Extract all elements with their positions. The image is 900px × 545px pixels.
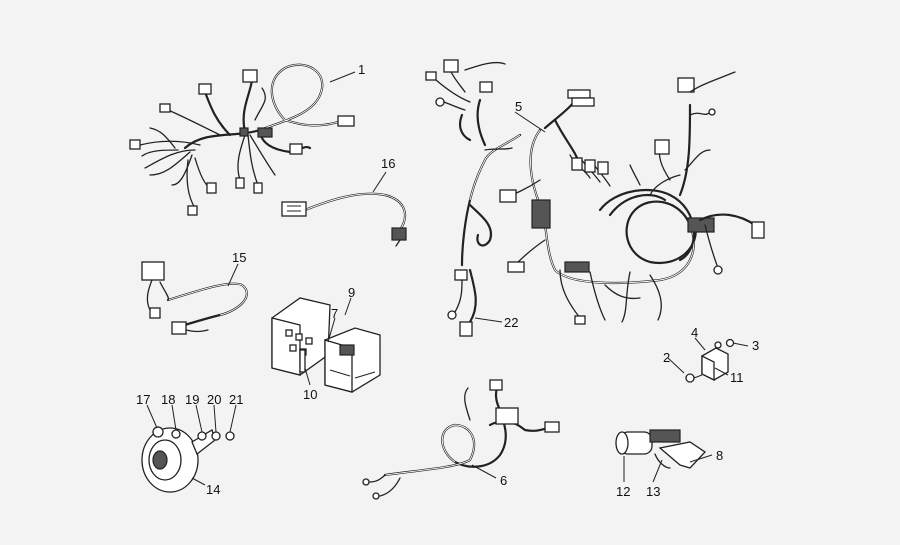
callout-11: 11 bbox=[730, 370, 744, 385]
callout-3: 3 bbox=[752, 338, 759, 353]
part-15-lead bbox=[141, 261, 248, 335]
callout-2: 2 bbox=[663, 350, 670, 365]
callout-18: 18 bbox=[161, 392, 175, 407]
callout-7: 7 bbox=[331, 306, 338, 321]
part-14-horn bbox=[141, 426, 235, 493]
callout-16: 16 bbox=[381, 156, 395, 171]
callout-20: 20 bbox=[207, 392, 221, 407]
callout-14: 14 bbox=[206, 482, 220, 497]
part-1-front-harness bbox=[129, 63, 355, 216]
callout-12: 12 bbox=[616, 484, 630, 499]
callout-4: 4 bbox=[691, 325, 698, 340]
part-9-fuse-box bbox=[271, 297, 381, 393]
part-6-rear-lead bbox=[362, 379, 560, 500]
callout-15: 15 bbox=[232, 250, 246, 265]
callout-13: 13 bbox=[646, 484, 660, 499]
part-22-harness bbox=[425, 59, 522, 337]
callout-1: 1 bbox=[358, 62, 365, 77]
callout-17: 17 bbox=[136, 392, 150, 407]
callout-9: 9 bbox=[348, 285, 355, 300]
part-11-relay bbox=[685, 338, 735, 383]
callout-22: 22 bbox=[504, 315, 518, 330]
callout-10: 10 bbox=[303, 387, 317, 402]
callout-6: 6 bbox=[500, 473, 507, 488]
callout-leaders bbox=[146, 71, 749, 486]
callout-21: 21 bbox=[229, 392, 243, 407]
callout-19: 19 bbox=[185, 392, 199, 407]
part-12-coil bbox=[615, 429, 706, 469]
part-16-lead bbox=[281, 192, 407, 247]
callout-5: 5 bbox=[515, 99, 522, 114]
callout-labels: 1 2 3 4 5 6 7 8 9 10 11 12 13 14 15 16 1… bbox=[136, 62, 759, 499]
part-5-main-harness bbox=[499, 71, 765, 325]
callout-8: 8 bbox=[716, 448, 723, 463]
